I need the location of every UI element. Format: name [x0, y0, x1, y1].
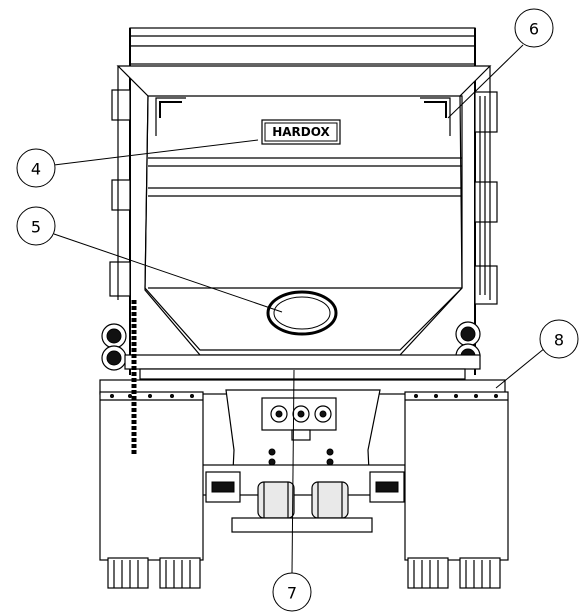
hardox-plate-label: HARDOX: [272, 125, 330, 139]
callout-8-label: 8: [554, 331, 564, 350]
right-mudflap: [404, 391, 509, 589]
callout-5-label: 5: [31, 218, 41, 237]
leader-4: [53, 139, 259, 166]
callout-8: 8: [539, 319, 579, 359]
leader-7: [291, 369, 295, 574]
left-mudflap: [99, 391, 204, 589]
hardox-plate: HARDOX: [261, 119, 341, 145]
callout-7-label: 7: [287, 584, 297, 603]
auger-outlets: [199, 464, 406, 533]
callout-4: 4: [16, 148, 56, 188]
callout-7: 7: [272, 572, 312, 612]
frame-rail: [99, 354, 506, 395]
leader-8: [495, 347, 546, 389]
callout-4-label: 4: [31, 160, 41, 179]
callout-5: 5: [16, 206, 56, 246]
leader-6: [447, 44, 524, 119]
leader-5: [53, 233, 283, 313]
callout-6-label: 6: [529, 20, 539, 39]
callout-leaders: [53, 44, 546, 574]
callout-6: 6: [514, 8, 554, 48]
inspection-port: [266, 290, 338, 336]
